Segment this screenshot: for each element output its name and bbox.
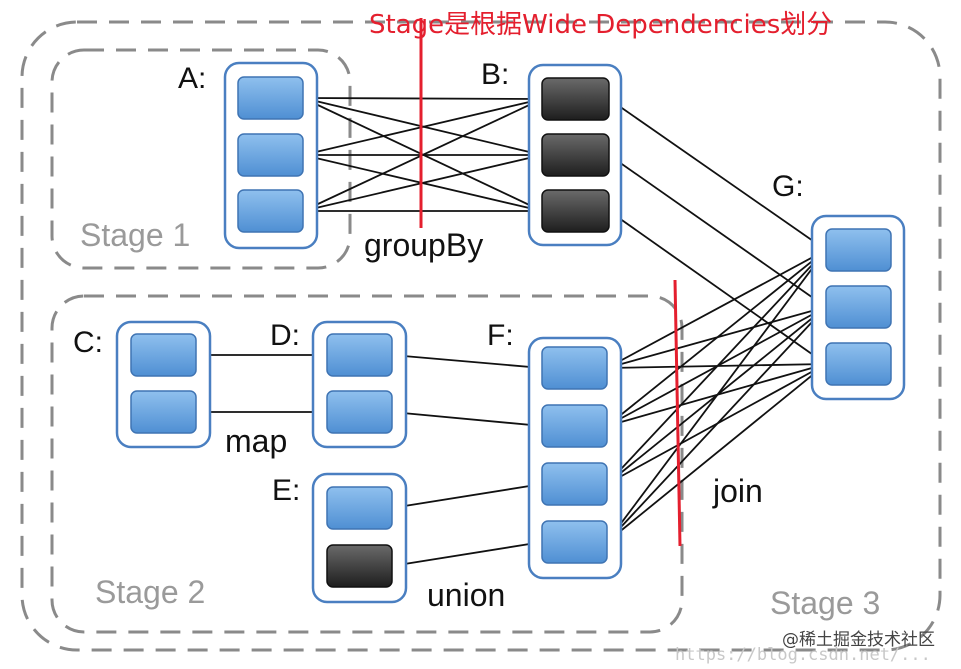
arrow-join-f1-g1 (606, 249, 828, 369)
partition-b3 (541, 189, 610, 233)
stage-2-region (50, 294, 684, 634)
arrow-union-d2-f2 (391, 411, 544, 432)
rdd-f-label: F: (487, 319, 514, 352)
partition-d1 (326, 333, 393, 377)
arrow-join-f3-g1 (606, 249, 827, 485)
partition-e1 (326, 486, 393, 530)
partition-b1 (541, 77, 610, 121)
operation-labels: groupBy map union join (225, 227, 763, 613)
stage-3-label: Stage 3 (770, 585, 880, 621)
op-join-label: join (712, 473, 763, 509)
rdd-a-label: A: (178, 62, 206, 95)
rdd-b-label: B: (481, 58, 509, 91)
partition-c2 (130, 390, 197, 434)
arrow-join-b3-g3 (608, 210, 828, 365)
watermark-faint-url: https://blog.csdn.net/... (675, 645, 931, 665)
arrow-join-b2-g2 (608, 154, 828, 308)
partition-a3 (237, 189, 304, 233)
stage-regions (20, 20, 942, 652)
rdd-f-container (527, 336, 623, 580)
op-map-label: map (225, 423, 287, 459)
partition-f3 (541, 462, 608, 506)
arrow-join-f4-g2 (606, 306, 827, 543)
partition-g3 (825, 342, 892, 386)
arrow-join-f4-g1 (606, 248, 827, 543)
watermark-site: @稀土掘金技术社区 (782, 630, 935, 650)
rdd-e-label: E: (272, 474, 300, 507)
rdd-labels: A: B: C: D: E: F: G: (73, 58, 804, 507)
wide-dependency-line-join (673, 279, 682, 547)
partition-a2 (237, 133, 304, 177)
rdd-d-label: D: (270, 319, 300, 352)
arrow-join-b1-g1 (608, 98, 828, 251)
arrow-join-f4-g3 (606, 363, 827, 543)
dependency-arrows (196, 92, 828, 567)
rdd-c-label: C: (73, 326, 103, 359)
partition-g1 (825, 228, 892, 272)
partition-f1 (541, 346, 608, 390)
arrow-union-d1-f1 (391, 354, 544, 374)
rdd-g-label: G: (772, 170, 804, 203)
wide-dependency-markers (419, 18, 682, 547)
stage-1-label: Stage 1 (80, 217, 190, 253)
stage-1-region (50, 48, 352, 270)
arrow-join-f2-g1 (606, 249, 827, 427)
stage-labels: Stage 1 Stage 2 Stage 3 (80, 217, 880, 621)
partition-d2 (326, 390, 393, 434)
stage-3-region (20, 20, 942, 652)
op-union-label: union (427, 577, 505, 613)
partition-e2 (326, 544, 393, 588)
partition-g2 (825, 285, 892, 329)
partition-f2 (541, 404, 608, 448)
stage-annotation: Stage是根据Wide Dependencies划分 (369, 10, 832, 40)
partition-f4 (541, 520, 608, 564)
arrow-union-e2-f4 (391, 537, 544, 567)
partition-c1 (130, 333, 197, 377)
op-groupby-label: groupBy (364, 227, 483, 263)
stage-2-label: Stage 2 (95, 574, 205, 610)
rdd-partitions (130, 76, 892, 588)
partition-a1 (237, 76, 304, 120)
partition-b2 (541, 133, 610, 177)
arrow-union-e1-f3 (391, 479, 544, 509)
